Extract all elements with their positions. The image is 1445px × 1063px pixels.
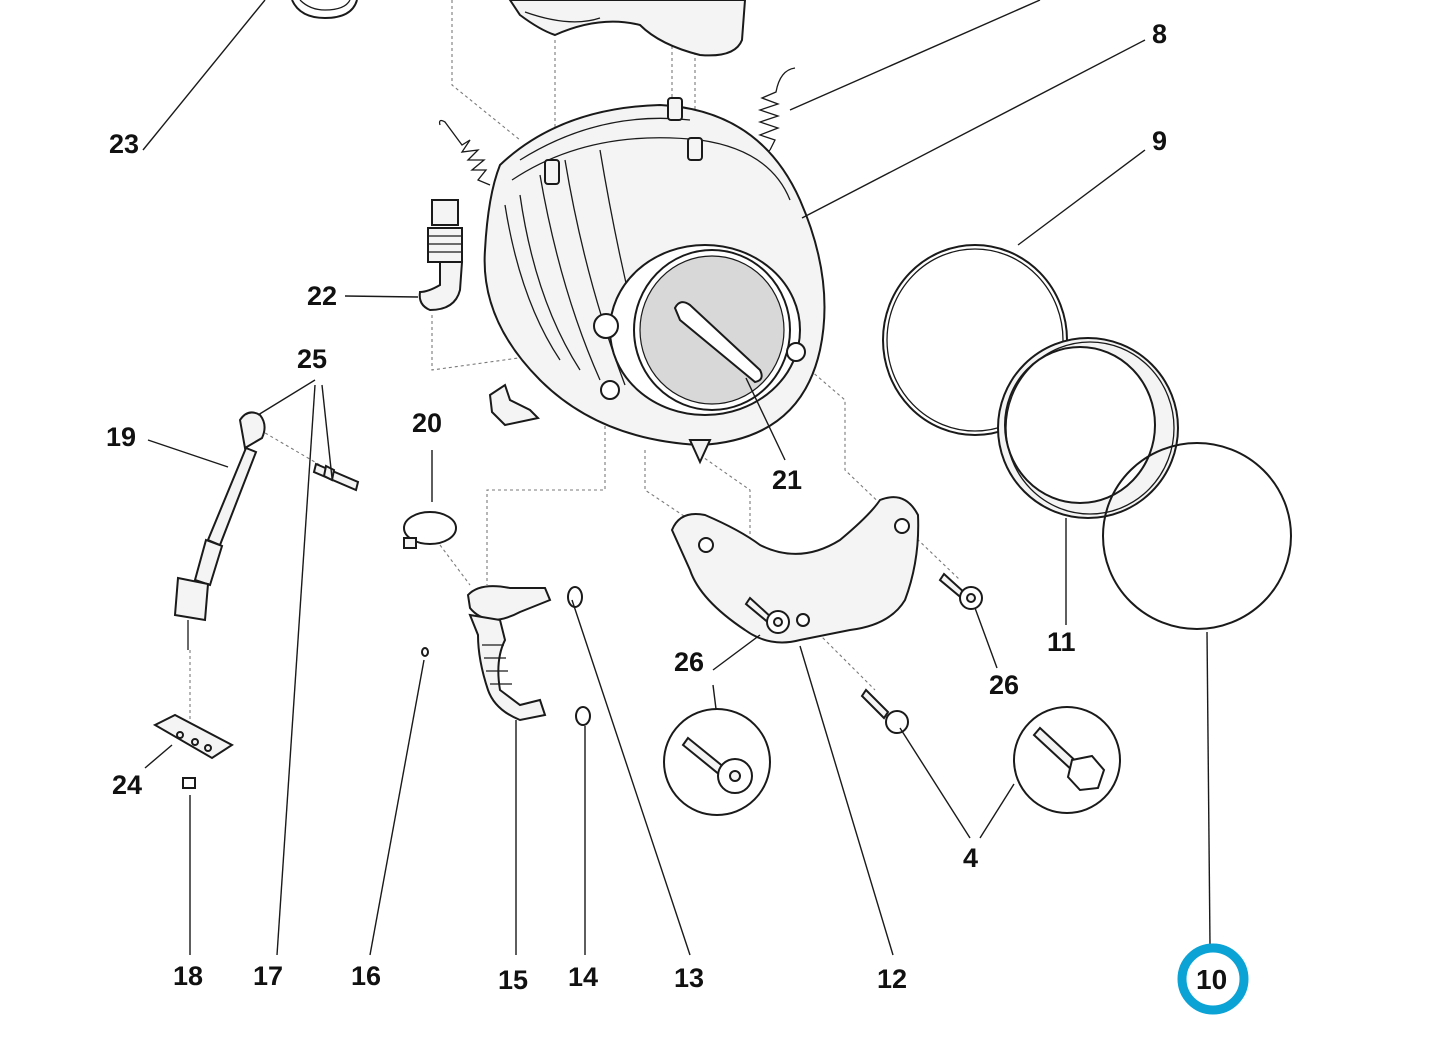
callout-11: 11	[1047, 627, 1076, 657]
part-spring-right	[757, 67, 796, 159]
callout-21: 21	[772, 465, 802, 495]
callout-10: 10	[1196, 964, 1227, 995]
part-23-clamp	[291, 0, 358, 20]
part-8-tub	[483, 97, 826, 465]
part-tub-bracket	[488, 383, 541, 427]
part-25-pin	[312, 462, 360, 492]
callout-4: 4	[963, 843, 978, 873]
callout-14: 14	[568, 962, 598, 992]
callout-13: 13	[674, 963, 704, 993]
part-10-clamp-ring	[1102, 442, 1292, 630]
callout-18: 18	[173, 961, 203, 991]
part-15-drain-hose	[466, 585, 552, 722]
callout-12: 12	[877, 964, 907, 994]
callout-17: 17	[253, 961, 283, 991]
callout-26a: 26	[674, 647, 704, 677]
part-screw-right	[938, 572, 983, 610]
part-screw-left	[744, 596, 790, 634]
part-counterweight-top	[508, 0, 747, 57]
callout-25: 25	[297, 344, 327, 374]
part-20-hose-clamp	[403, 511, 457, 549]
callout-20: 20	[412, 408, 442, 438]
callout-19: 19	[106, 422, 136, 452]
part-screw-4	[860, 688, 909, 734]
leader-lines	[142, 0, 1211, 956]
part-24-plate	[152, 713, 234, 760]
callout-15: 15	[498, 965, 528, 995]
callout-23: 23	[109, 129, 139, 159]
callout-22: 22	[307, 281, 337, 311]
part-22-hose	[418, 199, 464, 312]
callout-8: 8	[1152, 19, 1167, 49]
callout-24: 24	[112, 770, 142, 800]
detail-circle-screw-26	[663, 708, 771, 816]
part-16-plug	[421, 647, 429, 657]
part-19-shock-absorber	[173, 411, 266, 650]
part-spring-left	[438, 119, 491, 186]
part-13-ring	[567, 586, 583, 608]
part-14-ring	[575, 706, 591, 726]
highlight-ring	[1177, 943, 1249, 1015]
callout-9: 9	[1152, 126, 1167, 156]
callout-labels: 23 8 9 22 25 19 20 21 11 26 26 24 4 18 1…	[106, 19, 1227, 995]
part-11-door-seal	[997, 337, 1179, 519]
detail-circle-screw-4	[1013, 706, 1121, 814]
callout-26b: 26	[989, 670, 1019, 700]
callout-16: 16	[351, 961, 381, 991]
part-18-nut	[182, 777, 196, 789]
part-12-bracket	[670, 496, 920, 644]
